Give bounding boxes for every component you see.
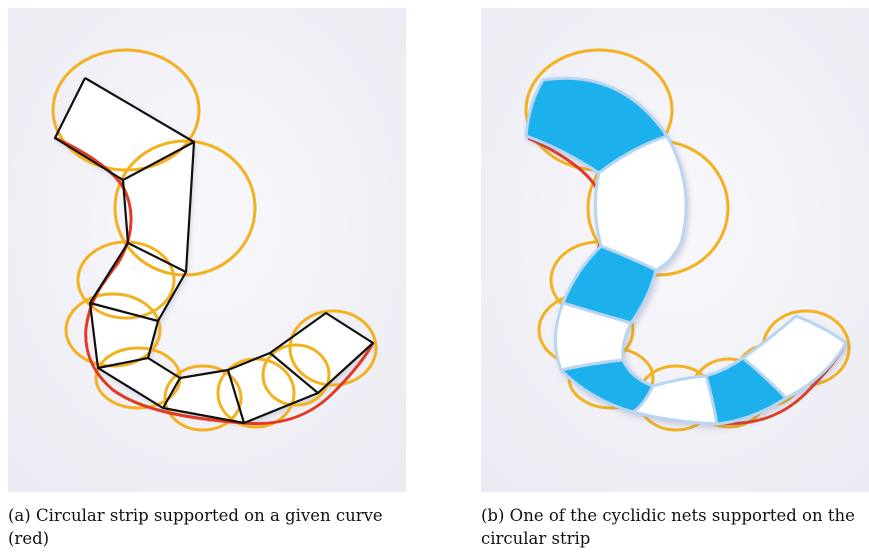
strip-circle	[163, 364, 243, 432]
strip-rung	[226, 369, 246, 424]
strip-face	[123, 142, 194, 272]
cyclidic-net-render	[481, 8, 869, 492]
strip-rung	[269, 352, 319, 394]
strip-rung	[122, 141, 195, 181]
strip-face	[270, 313, 373, 393]
strip-rung	[127, 242, 187, 273]
cyclidic-net	[524, 76, 848, 426]
strip-circle	[76, 240, 176, 320]
caption-a: (a) Circular strip supported on a given …	[8, 506, 383, 548]
strip-rung	[162, 377, 181, 409]
figure-panel-a	[8, 8, 406, 492]
strip-rung	[97, 356, 149, 370]
strip-face	[90, 243, 186, 321]
strip-circle	[261, 343, 331, 407]
strip-face	[228, 353, 318, 423]
strip-faces	[55, 78, 373, 423]
strip-edges	[53, 77, 375, 425]
figure-panel-b	[481, 8, 869, 492]
strip-face	[98, 358, 180, 408]
given-curve	[54, 136, 375, 426]
strip-circle	[288, 309, 378, 387]
strip-face	[90, 303, 158, 368]
strip-rung	[89, 301, 159, 323]
net-patch-white	[741, 314, 848, 400]
strip-face	[55, 78, 194, 180]
net-patch-white	[593, 134, 688, 272]
circular-strip-render	[8, 8, 406, 492]
caption-b: (b) One of the cyclidic nets supported o…	[481, 506, 855, 548]
